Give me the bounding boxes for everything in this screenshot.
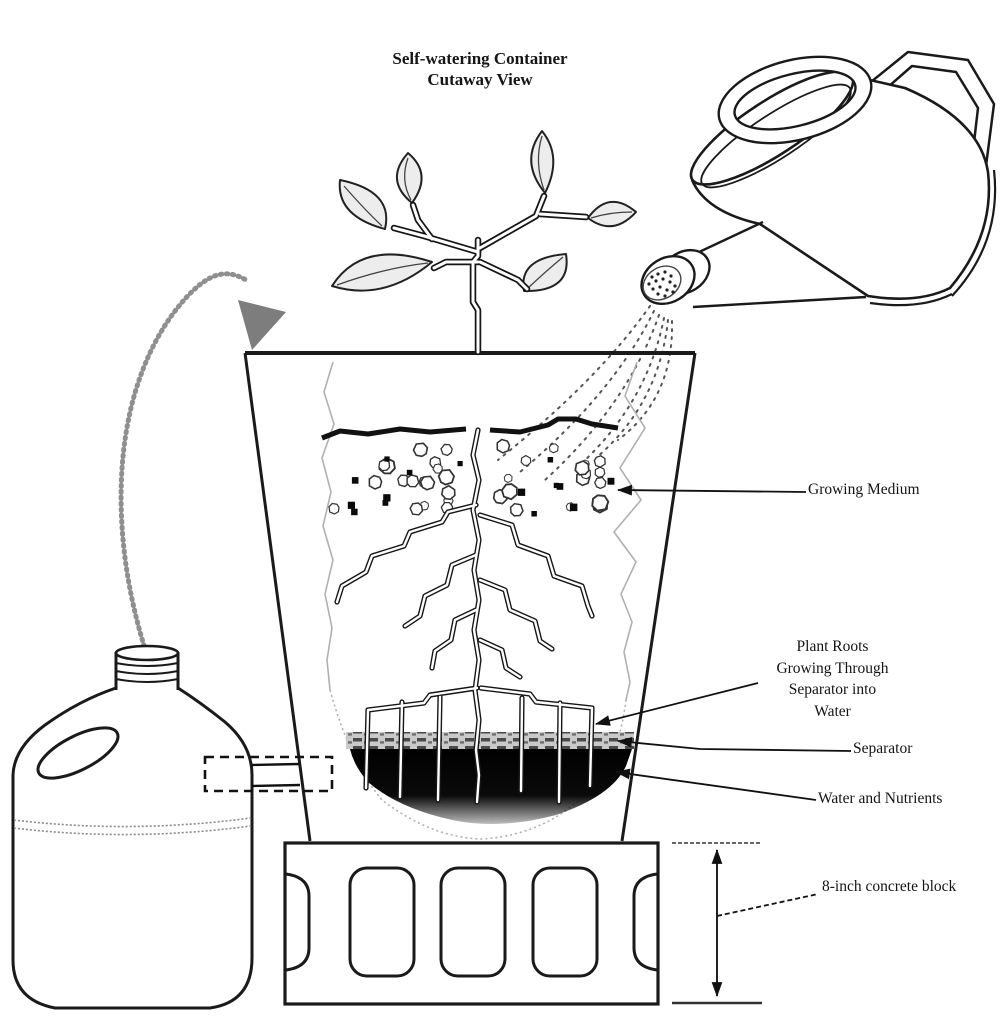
water-nutrients-arrow <box>614 768 817 801</box>
plant-roots-arrow <box>594 682 759 726</box>
growing-medium-texture <box>327 437 615 520</box>
label-plant-roots: Plant Roots Growing Through Separator in… <box>745 636 920 722</box>
supply-tube <box>203 755 334 793</box>
label-plant-roots-line3: Separator into <box>788 681 877 698</box>
jug-neck <box>114 644 180 690</box>
separator-arrow <box>616 737 852 752</box>
jug-handle <box>36 726 120 780</box>
container-pot <box>243 351 697 842</box>
plant-roots <box>334 427 595 805</box>
label-concrete-block: 8-inch concrete block <box>822 878 957 895</box>
sprinkler-rose-icon <box>640 248 711 306</box>
reservoir-jug-icon <box>11 644 254 1010</box>
label-plant-roots-line1: Plant Roots <box>796 638 869 655</box>
label-water-nutrients: Water and Nutrients <box>818 790 943 807</box>
jug-water-level <box>13 817 252 836</box>
diagram-title: Self-watering Container Cutaway View <box>280 48 680 90</box>
diagram-title-line1: Self-watering Container <box>392 49 568 68</box>
label-leader-arrows <box>594 484 852 801</box>
soil-surface <box>321 416 619 441</box>
dimension-arrow <box>672 842 819 1005</box>
concrete-block-icon <box>283 841 660 1006</box>
water-streams <box>497 305 674 481</box>
watering-can-loop-handle <box>717 55 873 145</box>
label-plant-roots-line2: Growing Through <box>776 659 889 677</box>
refill-arrow <box>118 271 286 655</box>
plant-leaves <box>331 130 637 293</box>
diagram-title-line2: Cutaway View <box>427 70 533 89</box>
label-separator: Separator <box>853 740 913 757</box>
watering-can-icon <box>497 50 997 481</box>
label-growing-medium: Growing Medium <box>808 481 920 498</box>
growing-medium-arrow <box>616 484 807 496</box>
plant <box>331 130 637 805</box>
plant-stem <box>390 192 590 356</box>
label-plant-roots-line4: Water <box>814 702 851 720</box>
watering-can-body <box>690 74 991 300</box>
